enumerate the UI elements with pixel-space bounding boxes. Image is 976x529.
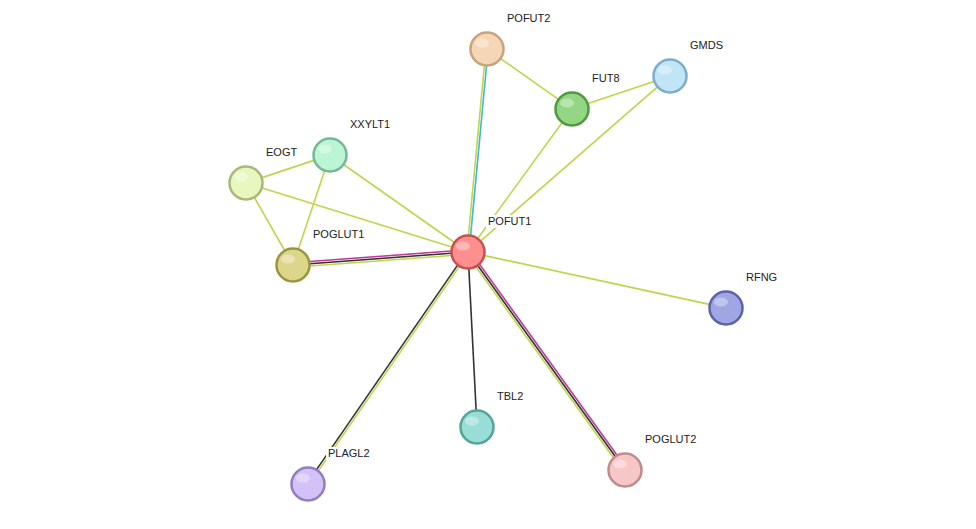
evidence-line [254,198,284,251]
node-highlight [714,298,728,307]
node-circle [310,135,350,175]
node-label: XXYLT1 [348,118,392,131]
node-circle [650,56,690,96]
node-circle [452,236,485,269]
interaction-edge [468,66,486,235]
evidence-line [468,66,484,235]
evidence-line [485,256,710,305]
node-label: POFUT1 [486,215,533,228]
interaction-edge [469,269,476,410]
evidence-line [480,265,617,455]
node-circle [448,232,488,272]
interaction-edge [262,188,452,247]
node-highlight [234,173,248,182]
node-highlight [475,39,489,48]
protein-node: XXYLT1 [313,138,347,172]
protein-node: POGLUT1 [276,248,310,282]
evidence-line [469,269,476,410]
protein-node: TBL2 [460,410,494,444]
protein-node: EOGT [229,166,263,200]
node-highlight [465,417,479,426]
interaction-edge [476,265,617,458]
node-label: RFNG [744,271,779,284]
node-highlight [318,145,332,154]
protein-node: POGLUT2 [608,453,642,487]
node-circle [230,167,263,200]
interaction-edge [310,251,451,266]
node-label: GMDS [688,39,725,52]
node-circle [288,464,328,504]
node-label: POGLUT1 [311,228,366,241]
protein-node: POFUT1 [451,235,485,269]
interaction-edge [317,265,460,470]
node-circle [457,407,497,447]
evidence-line [471,66,487,235]
evidence-line [262,188,452,247]
protein-node: GMDS [653,59,687,93]
node-label: POFUT2 [505,12,552,25]
node-circle [226,163,266,203]
node-highlight [658,66,672,75]
evidence-line [319,267,460,471]
node-label: POGLUT2 [643,433,698,446]
evidence-line [262,160,314,177]
evidence-line [478,266,615,456]
node-circle [605,450,645,490]
interaction-edge [481,87,657,241]
protein-node: POFUT2 [470,32,504,66]
interaction-edge [485,256,710,305]
node-label: EOGT [264,146,299,159]
node-highlight [456,242,470,251]
evidence-line [317,265,458,469]
node-circle [654,60,687,93]
node-circle [467,29,507,69]
node-circle [292,468,325,501]
node-circle [706,288,746,328]
node-circle [609,454,642,487]
node-label: TBL2 [495,390,525,403]
node-circle [556,93,589,126]
interaction-edge [262,160,314,177]
node-label: FUT8 [590,72,622,85]
protein-node: RFNG [709,291,743,325]
node-circle [314,139,347,172]
evidence-line [310,255,451,265]
node-circle [277,249,310,282]
protein-node: PLAGL2 [291,467,325,501]
node-circle [710,292,743,325]
evidence-line [501,59,558,99]
node-circle [273,245,313,285]
node-circle [552,89,592,129]
node-highlight [296,474,310,483]
node-highlight [613,460,627,469]
node-label: PLAGL2 [326,447,372,460]
node-circle [461,411,494,444]
interaction-edge [501,59,558,99]
evidence-line [481,87,657,241]
node-highlight [281,255,295,264]
node-circle [471,33,504,66]
evidence-line [310,253,451,263]
node-highlight [560,99,574,108]
interaction-edge [254,198,284,251]
protein-node: FUT8 [555,92,589,126]
evidence-line [476,267,613,457]
